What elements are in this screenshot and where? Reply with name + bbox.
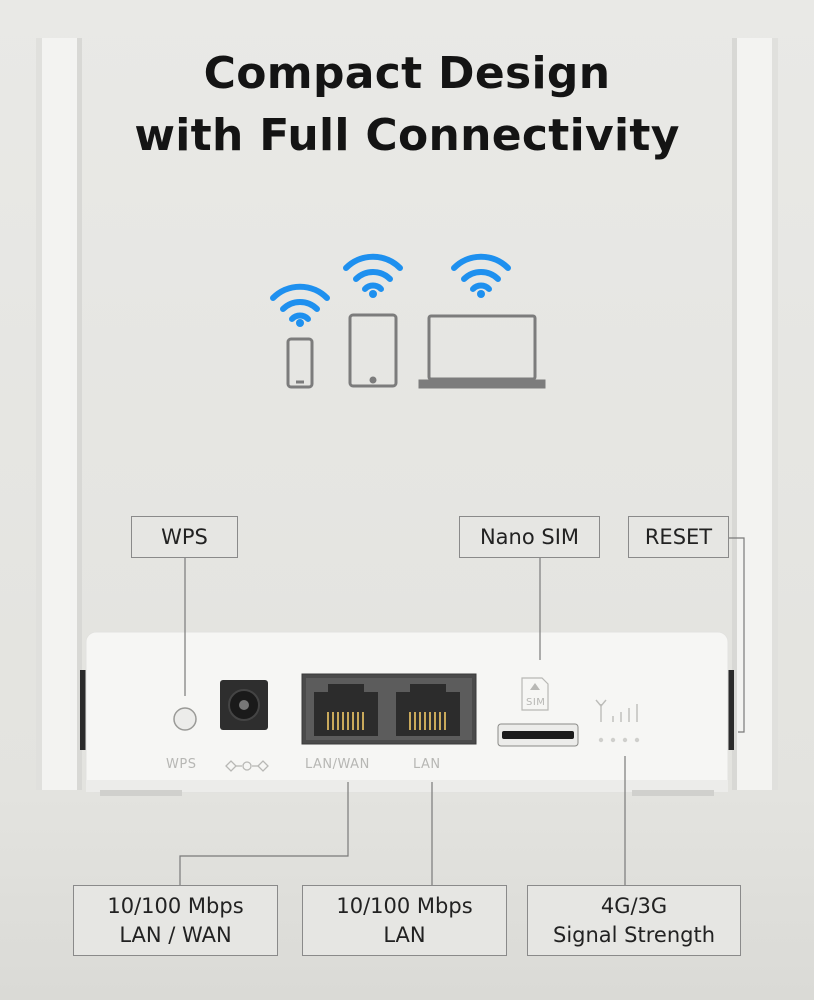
headline-line-2: with Full Connectivity	[134, 110, 680, 161]
lan-callout: 10/100 Mbps LAN	[302, 885, 507, 956]
right-antenna	[728, 38, 778, 790]
dc-power-icon	[225, 760, 269, 772]
power-jack	[220, 680, 268, 730]
lan-port	[396, 684, 460, 736]
headline-line-1: Compact Design	[203, 48, 611, 99]
signal-strength-icon	[595, 699, 638, 722]
signal-callout-text: 4G/3G Signal Strength	[552, 893, 716, 947]
sim-port-label: SIM	[526, 697, 546, 708]
tablet-icon	[348, 313, 398, 388]
wifi-icon	[343, 253, 403, 292]
lan-callout-text: 10/100 Mbps LAN	[336, 893, 473, 947]
nano-sim-callout: Nano SIM	[459, 516, 600, 558]
lan-wan-callout-text: 10/100 Mbps LAN / WAN	[107, 893, 244, 947]
callout-lines	[179, 537, 745, 885]
wps-port-label: WPS	[166, 757, 197, 772]
wifi-icon	[451, 253, 511, 292]
reset-callout: RESET	[628, 516, 729, 558]
sim-slot	[497, 723, 579, 747]
signal-leds	[598, 737, 640, 743]
lan-port-label: LAN	[413, 757, 441, 772]
sim-card-icon	[521, 677, 549, 711]
ethernet-ports	[301, 673, 477, 745]
lan-wan-port-label: LAN/WAN	[305, 757, 370, 772]
wps-callout-text: WPS	[161, 524, 208, 549]
lan-wan-port	[314, 684, 378, 736]
reset-callout-text: RESET	[644, 524, 713, 549]
nano-sim-callout-text: Nano SIM	[479, 524, 580, 549]
phone-icon	[286, 337, 314, 389]
left-antenna	[36, 38, 86, 790]
wps-button	[173, 707, 197, 731]
wps-callout: WPS	[131, 516, 238, 558]
lan-wan-callout: 10/100 Mbps LAN / WAN	[73, 885, 278, 956]
laptop-icon	[418, 314, 546, 389]
wifi-icon	[270, 283, 330, 322]
signal-callout: 4G/3G Signal Strength	[527, 885, 741, 956]
